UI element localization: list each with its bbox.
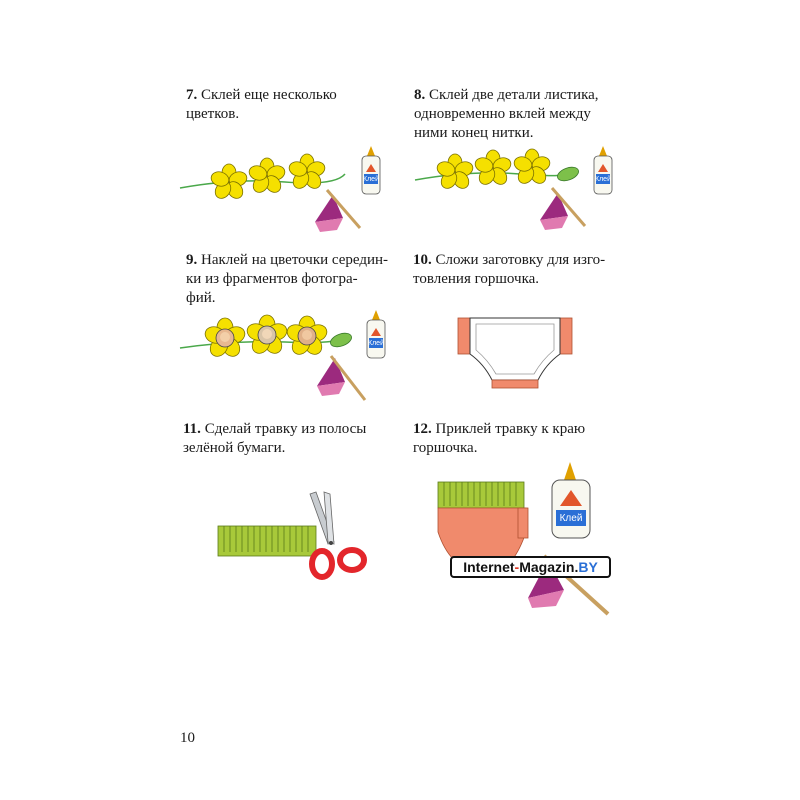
step-number: 10. bbox=[413, 252, 432, 268]
step-10-text: 10. Сложи заготовку для изго- товления г… bbox=[413, 251, 605, 289]
step-12-illustration: Клей bbox=[437, 462, 610, 616]
step-9-illustration: Клей bbox=[179, 310, 386, 401]
leaf-icon bbox=[330, 332, 352, 348]
step-line: цветков. bbox=[186, 106, 240, 122]
brush-holder-icon bbox=[317, 358, 345, 396]
step-8-illustration: Клей bbox=[414, 146, 613, 230]
step-9-text: 9. Наклей на цветочки середин- ки из фра… bbox=[186, 251, 388, 308]
flower-icon bbox=[210, 163, 248, 199]
brush-icon bbox=[325, 189, 362, 229]
step-line: зелёной бумаги. bbox=[183, 440, 286, 456]
step-line: Сложи заготовку для изго- bbox=[435, 252, 606, 268]
step-line: фий. bbox=[186, 290, 216, 306]
step-line: ними конец нитки. bbox=[414, 125, 534, 141]
step-line: Склей две детали листика, bbox=[429, 87, 599, 103]
flower-icon bbox=[288, 153, 326, 189]
grass-icon bbox=[437, 481, 525, 509]
glue-bottle-icon: Клей bbox=[551, 462, 591, 539]
leaf-icon bbox=[557, 166, 579, 182]
flower-photo-icon bbox=[246, 314, 288, 354]
brush-holder-icon bbox=[540, 193, 568, 230]
step-11-illustration bbox=[217, 491, 367, 580]
step-7-text: 7. Склей еще несколько цветков. bbox=[186, 86, 337, 124]
flower-icon bbox=[513, 148, 551, 184]
step-number: 12. bbox=[413, 421, 432, 437]
step-7-illustration: Клей bbox=[179, 146, 381, 232]
step-11-text: 11. Сделай травку из полосы зелёной бума… bbox=[183, 420, 366, 458]
step-line: товления горшочка. bbox=[413, 271, 540, 287]
brush-icon bbox=[550, 187, 587, 227]
flower-icon bbox=[474, 149, 512, 185]
step-number: 11. bbox=[183, 421, 201, 437]
page-number: 10 bbox=[180, 730, 195, 746]
step-line: Сделай травку из полосы bbox=[204, 421, 367, 437]
glue-label: Клей bbox=[560, 513, 583, 524]
step-line: одновременно вклей между bbox=[414, 106, 591, 122]
glue-bottle-icon: Клей bbox=[366, 310, 386, 359]
glue-label: Клей bbox=[595, 175, 611, 183]
glue-label: Клей bbox=[363, 175, 379, 183]
glue-bottle-icon: Клей bbox=[593, 146, 613, 195]
step-8-text: 8. Склей две детали листика, одновременн… bbox=[414, 86, 599, 143]
step-number: 8. bbox=[414, 87, 426, 103]
brush-icon bbox=[329, 355, 367, 401]
glue-label: Клей bbox=[368, 339, 384, 347]
step-line: Склей еще несколько bbox=[201, 87, 337, 103]
brush-holder-icon bbox=[528, 560, 564, 608]
step-12-text: 12. Приклей травку к краю горшочка. bbox=[413, 420, 585, 458]
watermark: Internet-Magazin.BY bbox=[450, 556, 611, 578]
grass-strip-icon bbox=[217, 525, 317, 557]
step-10-illustration bbox=[457, 317, 573, 389]
flower-photo-icon bbox=[204, 317, 246, 357]
step-line: ки из фрагментов фотогра- bbox=[186, 271, 358, 287]
step-line: Приклей травку к краю bbox=[435, 421, 586, 437]
pot-template-icon bbox=[457, 317, 573, 389]
flower-icon bbox=[248, 157, 286, 193]
flower-photo-icon bbox=[286, 315, 328, 355]
flower-icon bbox=[436, 153, 474, 189]
step-number: 7. bbox=[186, 87, 198, 103]
step-line: Наклей на цветочки середин- bbox=[201, 252, 389, 268]
pot-icon bbox=[437, 507, 529, 561]
step-line: горшочка. bbox=[413, 440, 478, 456]
glue-bottle-icon: Клей bbox=[361, 146, 381, 195]
scissors-icon bbox=[309, 491, 367, 580]
step-number: 9. bbox=[186, 252, 198, 268]
brush-holder-icon bbox=[315, 195, 343, 232]
